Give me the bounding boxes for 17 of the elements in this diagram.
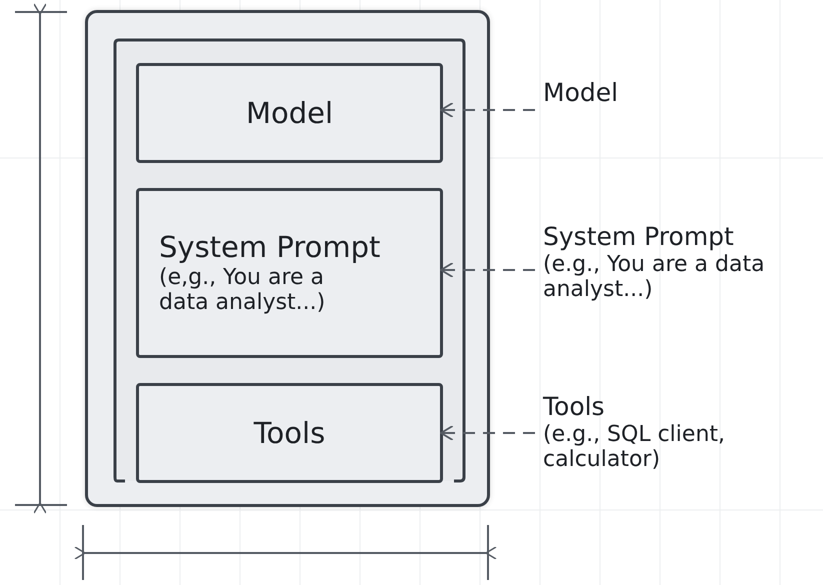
tools-box <box>136 383 443 483</box>
dashed-arrow <box>440 425 535 441</box>
annotation-title: System Prompt <box>543 222 735 252</box>
box-title: Model <box>244 96 334 130</box>
annotation-title: Model <box>543 78 620 108</box>
outer-panel <box>85 10 490 507</box>
example-text: (e.g., SQL client, calculator) <box>543 422 726 473</box>
dashed-arrow <box>440 102 535 118</box>
box-title: Tools <box>252 416 326 450</box>
example-text: (e.g., You are a data analyst...) <box>543 252 766 303</box>
dashed-arrow <box>440 262 535 278</box>
box-title: System Prompt <box>159 230 382 266</box>
annotation-title: Tools <box>543 392 606 422</box>
component-box <box>136 63 443 163</box>
bracket-frame <box>113 38 466 483</box>
example-text: (e,g., You are a data analyst...) <box>159 265 326 316</box>
component-box <box>136 188 443 358</box>
